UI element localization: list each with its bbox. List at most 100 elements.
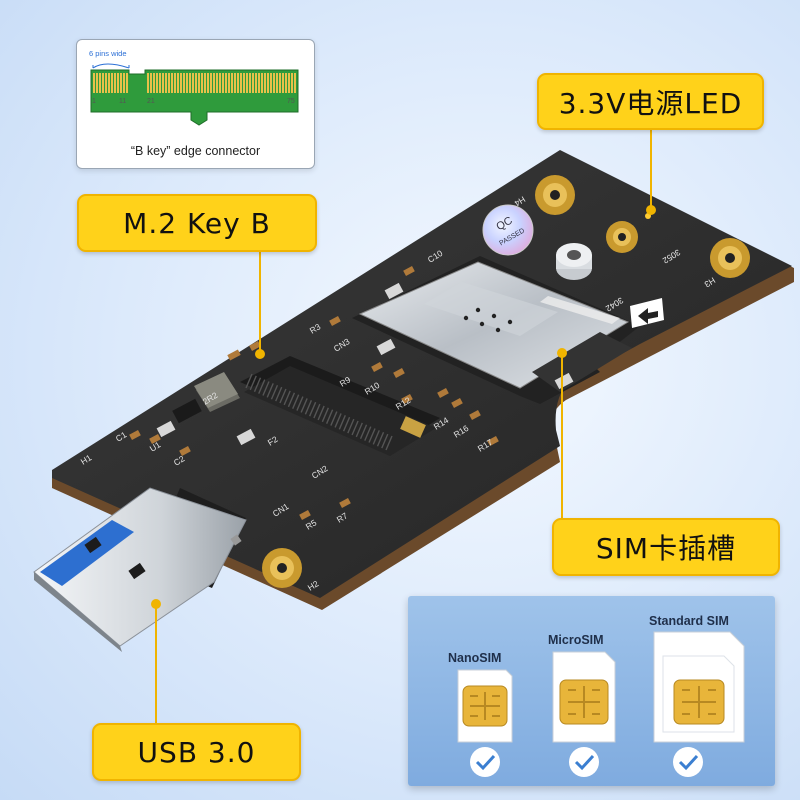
gold-finger	[93, 73, 95, 93]
standard-sim-card	[653, 631, 745, 743]
gold-finger	[252, 73, 254, 93]
gold-finger	[102, 73, 104, 93]
socket-pin	[300, 398, 308, 413]
socket-pin	[279, 388, 287, 404]
nanosim-check-icon	[470, 747, 500, 777]
gold-finger	[114, 73, 116, 93]
gold-finger	[261, 73, 263, 93]
gold-finger	[285, 73, 287, 93]
gold-finger	[213, 73, 215, 93]
nanosim-card	[457, 669, 513, 743]
gold-finger	[186, 73, 188, 93]
gold-finger	[183, 73, 185, 93]
callout-usb-3: USB 3.0	[92, 723, 301, 781]
socket-pin	[347, 418, 355, 434]
edge-connector-inset: 6 pins wide 1 11 21 75 “B key” edge conn…	[76, 39, 315, 169]
gold-finger	[165, 73, 167, 93]
gold-finger	[258, 73, 260, 93]
gold-finger	[96, 73, 98, 93]
gold-finger	[240, 73, 242, 93]
mounting-hole-h2	[262, 548, 302, 588]
socket-pin	[321, 407, 330, 423]
socket-pin	[275, 386, 283, 402]
socket-pin	[308, 401, 317, 417]
sim-label-standard: Standard SIM	[649, 614, 729, 628]
edge-connector-diagram: 6 pins wide 1 11 21 75	[89, 49, 299, 126]
gold-finger	[249, 73, 251, 93]
callout-m2-key-b: M.2 Key B	[77, 194, 317, 252]
gold-finger	[171, 73, 173, 93]
pin-number-21: 21	[147, 98, 155, 105]
standoff-post	[556, 243, 592, 280]
gold-finger	[228, 73, 230, 93]
pcb-top	[52, 150, 792, 598]
gold-finger	[204, 73, 206, 93]
gold-finger	[192, 73, 194, 93]
silk-f2: F2	[266, 434, 280, 448]
inductor-2r2	[194, 372, 240, 412]
gold-finger	[147, 73, 149, 93]
socket-pin	[325, 409, 334, 424]
gold-finger	[198, 73, 200, 93]
gold-finger	[246, 73, 248, 93]
socket-pin	[249, 375, 257, 391]
gold-finger	[156, 73, 158, 93]
gold-finger	[150, 73, 152, 93]
sim-size-compatibility-panel: NanoSIM MicroSIM Standard SIM	[408, 596, 775, 786]
gold-finger	[153, 73, 155, 93]
callout-sim-slot: SIM卡插槽	[552, 518, 780, 576]
gold-finger	[111, 73, 113, 93]
gold-finger	[291, 73, 293, 93]
gold-finger	[207, 73, 209, 93]
microsim-card	[552, 651, 616, 743]
gold-finger	[180, 73, 182, 93]
gold-finger	[174, 73, 176, 93]
socket-pin	[245, 373, 253, 389]
gold-finger	[117, 73, 119, 93]
socket-pin	[292, 394, 300, 409]
gold-finger	[108, 73, 110, 93]
gold-finger	[162, 73, 164, 93]
gold-finger	[288, 73, 290, 93]
gold-finger	[231, 73, 233, 93]
gold-finger	[264, 73, 266, 93]
pin-number-1: 1	[92, 98, 96, 105]
mounting-hole-mid	[606, 221, 638, 253]
callout-power-led: 3.3V电源LED	[537, 73, 764, 130]
gold-finger	[210, 73, 212, 93]
socket-pin	[334, 413, 342, 428]
usb-3-connector	[33, 487, 247, 652]
sim-label-nano: NanoSIM	[448, 651, 502, 665]
standard-sim-check-icon	[673, 747, 703, 777]
socket-pin	[342, 416, 351, 432]
gold-finger	[219, 73, 221, 93]
gold-finger	[99, 73, 101, 93]
gold-finger	[168, 73, 170, 93]
sim-label-micro: MicroSIM	[548, 633, 604, 647]
gold-finger	[237, 73, 239, 93]
socket-pin	[355, 422, 363, 438]
gold-finger	[159, 73, 161, 93]
socket-pin	[296, 396, 304, 411]
gold-finger	[225, 73, 227, 93]
gold-finger	[267, 73, 269, 93]
socket-pin	[270, 384, 279, 400]
gold-finger	[294, 73, 296, 93]
gold-finger	[222, 73, 224, 93]
pin-number-75: 75	[287, 98, 295, 105]
gold-finger	[177, 73, 179, 93]
pins-wide-bracket	[92, 63, 130, 69]
gold-finger	[282, 73, 284, 93]
gold-finger	[255, 73, 257, 93]
gold-finger	[201, 73, 203, 93]
socket-pin	[364, 426, 372, 441]
gold-finger	[120, 73, 122, 93]
gold-finger	[234, 73, 236, 93]
socket-pin	[351, 420, 359, 436]
gold-finger	[243, 73, 245, 93]
socket-pin	[338, 415, 346, 430]
socket-pin	[330, 411, 338, 426]
pin-number-11: 11	[119, 98, 126, 105]
gold-finger	[195, 73, 197, 93]
